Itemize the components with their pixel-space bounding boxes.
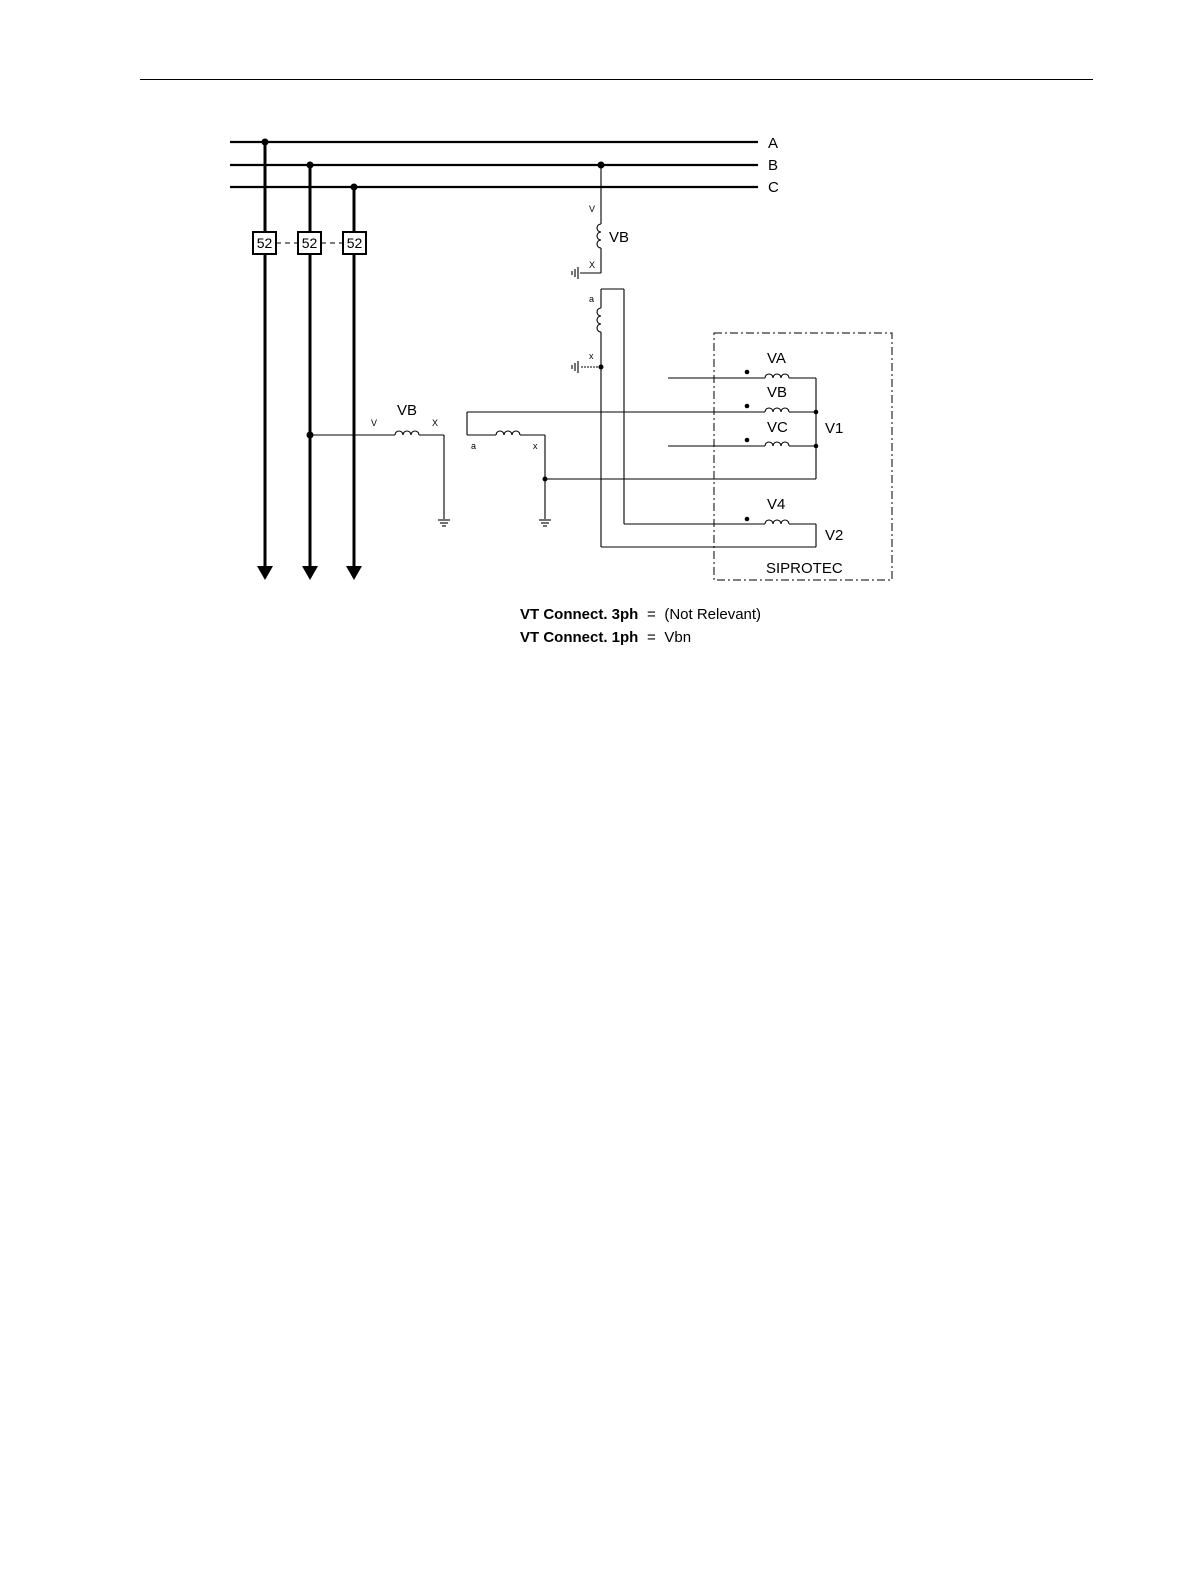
breaker-c: 52 [343, 232, 366, 254]
relay-input-vc: VC [767, 419, 788, 436]
siprotec-relay: SIPROTEC VA VB VC V1 [668, 333, 892, 580]
vt-lower-terminal-a: a [471, 441, 476, 451]
setting-1ph-value: Vbn [664, 629, 691, 646]
bus-label-c: C [768, 179, 779, 196]
vt-upper-terminal-x2: x [589, 351, 594, 361]
vt-lower-terminal-v: V [371, 418, 377, 428]
relay-input-vb: VB [767, 384, 787, 401]
breaker-a: 52 [253, 232, 276, 254]
setting-row-3ph: VT Connect. 3ph=(Not Relevant) [520, 603, 761, 626]
relay-group-v1: V1 [825, 420, 843, 437]
feeder-phase-a [257, 139, 273, 581]
vt-connection-diagram: A B C 52 52 [0, 0, 1191, 700]
breaker-a-label: 52 [257, 235, 273, 251]
vt-lower-terminal-x2: x [533, 441, 538, 451]
vt-lower-name: VB [397, 402, 417, 419]
setting-1ph-key: VT Connect. 1ph [520, 629, 638, 646]
bus-label-a: A [768, 135, 778, 152]
setting-row-1ph: VT Connect. 1ph=Vbn [520, 626, 761, 649]
vt-lower: V VB X a x [307, 402, 817, 526]
vt-upper-terminal-a: a [589, 294, 594, 304]
vt-lower-terminal-x: X [432, 418, 438, 428]
relay-name: SIPROTEC [766, 560, 843, 577]
relay-input-va: VA [767, 350, 786, 367]
feeder-phase-b [302, 162, 318, 581]
breaker-b-label: 52 [302, 235, 318, 251]
breaker-b: 52 [298, 232, 321, 254]
setting-3ph-equals: = [638, 603, 664, 626]
vt-upper-terminal-x: X [589, 260, 595, 270]
vt-upper-terminal-v: V [589, 204, 595, 214]
breaker-c-label: 52 [347, 235, 363, 251]
setting-1ph-equals: = [638, 626, 664, 649]
vt-connect-settings: VT Connect. 3ph=(Not Relevant) VT Connec… [520, 603, 761, 649]
bus-label-b: B [768, 157, 778, 174]
relay-group-v2: V2 [825, 527, 843, 544]
setting-3ph-value: (Not Relevant) [664, 606, 761, 623]
setting-3ph-key: VT Connect. 3ph [520, 606, 638, 623]
relay-input-v4: V4 [767, 496, 785, 513]
vt-upper-name: VB [609, 229, 629, 246]
